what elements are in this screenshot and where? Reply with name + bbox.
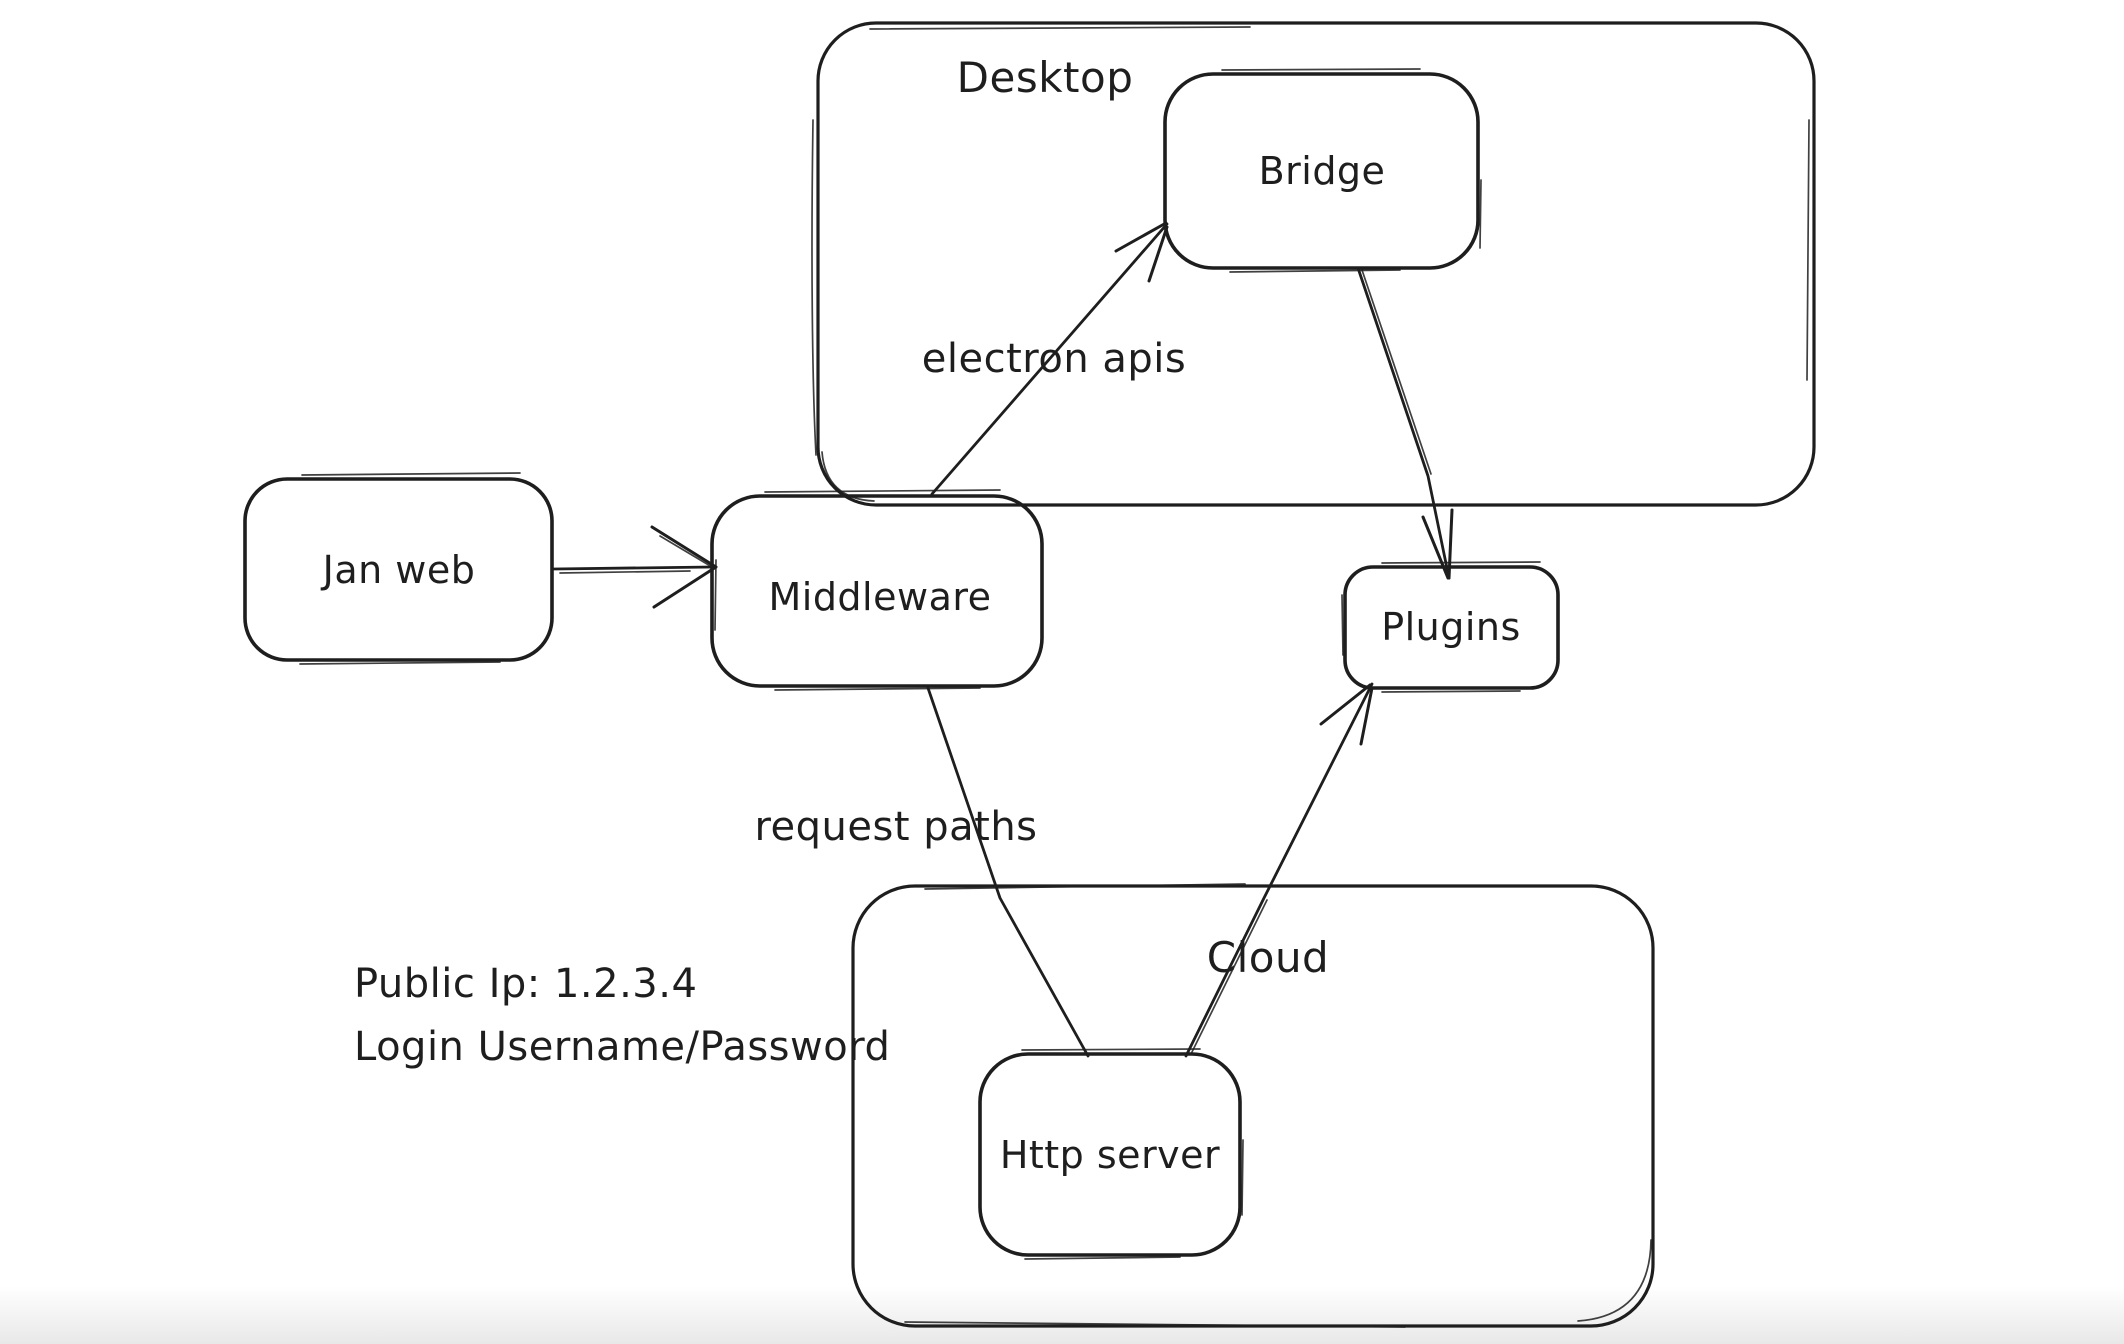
arrow-shaft-overdraw <box>559 570 691 574</box>
jan-web-overdraw-top <box>301 472 521 476</box>
node-plugins <box>1341 561 1560 693</box>
arrow-janweb-to-middleware <box>552 525 718 609</box>
container-desktop <box>811 21 1816 507</box>
edge-label-electron-apis: electron apis <box>922 336 1186 382</box>
node-middleware <box>710 489 1044 691</box>
http-server-outline <box>978 1052 1242 1257</box>
bridge-outline <box>1163 72 1480 270</box>
arrowhead-arm-left <box>1114 221 1168 253</box>
plugins-overdraw-left <box>1341 594 1344 656</box>
cloud-overdraw-bottom <box>904 1321 1406 1328</box>
note-public-ip: Public Ip: 1.2.3.4 <box>354 961 697 1007</box>
edge-label-request-paths: request paths <box>754 804 1037 850</box>
node-bridge <box>1163 68 1482 273</box>
desktop-overdraw-corner <box>821 451 875 502</box>
cloud-label: Cloud <box>1207 933 1329 982</box>
desktop-label: Desktop <box>957 53 1134 102</box>
plugins-overdraw-bottom <box>1381 690 1521 693</box>
arrowhead-arm-left <box>1421 515 1450 580</box>
bridge-overdraw-bottom <box>1229 269 1401 273</box>
arrow-shaft <box>930 222 1169 496</box>
arrowhead-overdraw <box>659 535 713 568</box>
jan-web-label: Jan web <box>321 548 476 592</box>
arrow-middleware-to-httpserver <box>926 686 1090 1058</box>
arrow-shaft <box>552 565 714 571</box>
arrow-httpserver-to-plugins <box>1184 682 1374 1058</box>
arrow-bridge-to-plugins <box>1356 266 1454 580</box>
arrow-shaft <box>926 686 1090 1058</box>
desktop-overdraw-top <box>869 26 1251 30</box>
middleware-overdraw-left <box>714 559 717 631</box>
http-server-overdraw-top <box>1021 1048 1201 1051</box>
plugins-outline <box>1343 565 1560 690</box>
middleware-overdraw-bottom <box>774 687 981 691</box>
node-http-server <box>978 1048 1244 1260</box>
cloud-overdraw-top <box>924 883 1246 890</box>
desktop-overdraw-left <box>811 119 817 456</box>
arrowhead-arm-right <box>1147 225 1169 283</box>
jan-web-overdraw-bottom <box>299 661 501 665</box>
http-server-label: Http server <box>1000 1133 1220 1177</box>
arrowhead-arm-right <box>1359 686 1374 746</box>
arrow-middleware-to-bridge <box>930 221 1169 496</box>
middleware-label: Middleware <box>768 575 991 619</box>
plugins-label: Plugins <box>1381 605 1521 649</box>
arrowhead-arm-left <box>1319 683 1372 726</box>
middleware-overdraw-top <box>764 489 1001 493</box>
note-login: Login Username/Password <box>354 1024 890 1070</box>
desktop-overdraw-right <box>1806 119 1810 381</box>
arrow-shaft-overdraw <box>1190 899 1268 1055</box>
plugins-overdraw-top <box>1381 561 1541 564</box>
bridge-overdraw-right <box>1479 179 1482 249</box>
desktop-container-outline <box>816 21 1816 507</box>
container-cloud <box>851 883 1655 1328</box>
bridge-overdraw-top <box>1221 68 1421 71</box>
jan-web-outline <box>243 477 554 662</box>
cloud-overdraw-corner <box>1577 1239 1652 1322</box>
middleware-outline <box>710 494 1044 688</box>
arrow-shaft <box>1356 266 1451 580</box>
http-server-overdraw-right <box>1241 1139 1244 1216</box>
arrow-shaft-overdraw <box>1361 269 1432 475</box>
node-jan-web <box>243 472 554 665</box>
bridge-label: Bridge <box>1259 149 1386 193</box>
http-server-overdraw-bottom <box>1024 1256 1181 1260</box>
arrow-shaft <box>1184 682 1374 1058</box>
